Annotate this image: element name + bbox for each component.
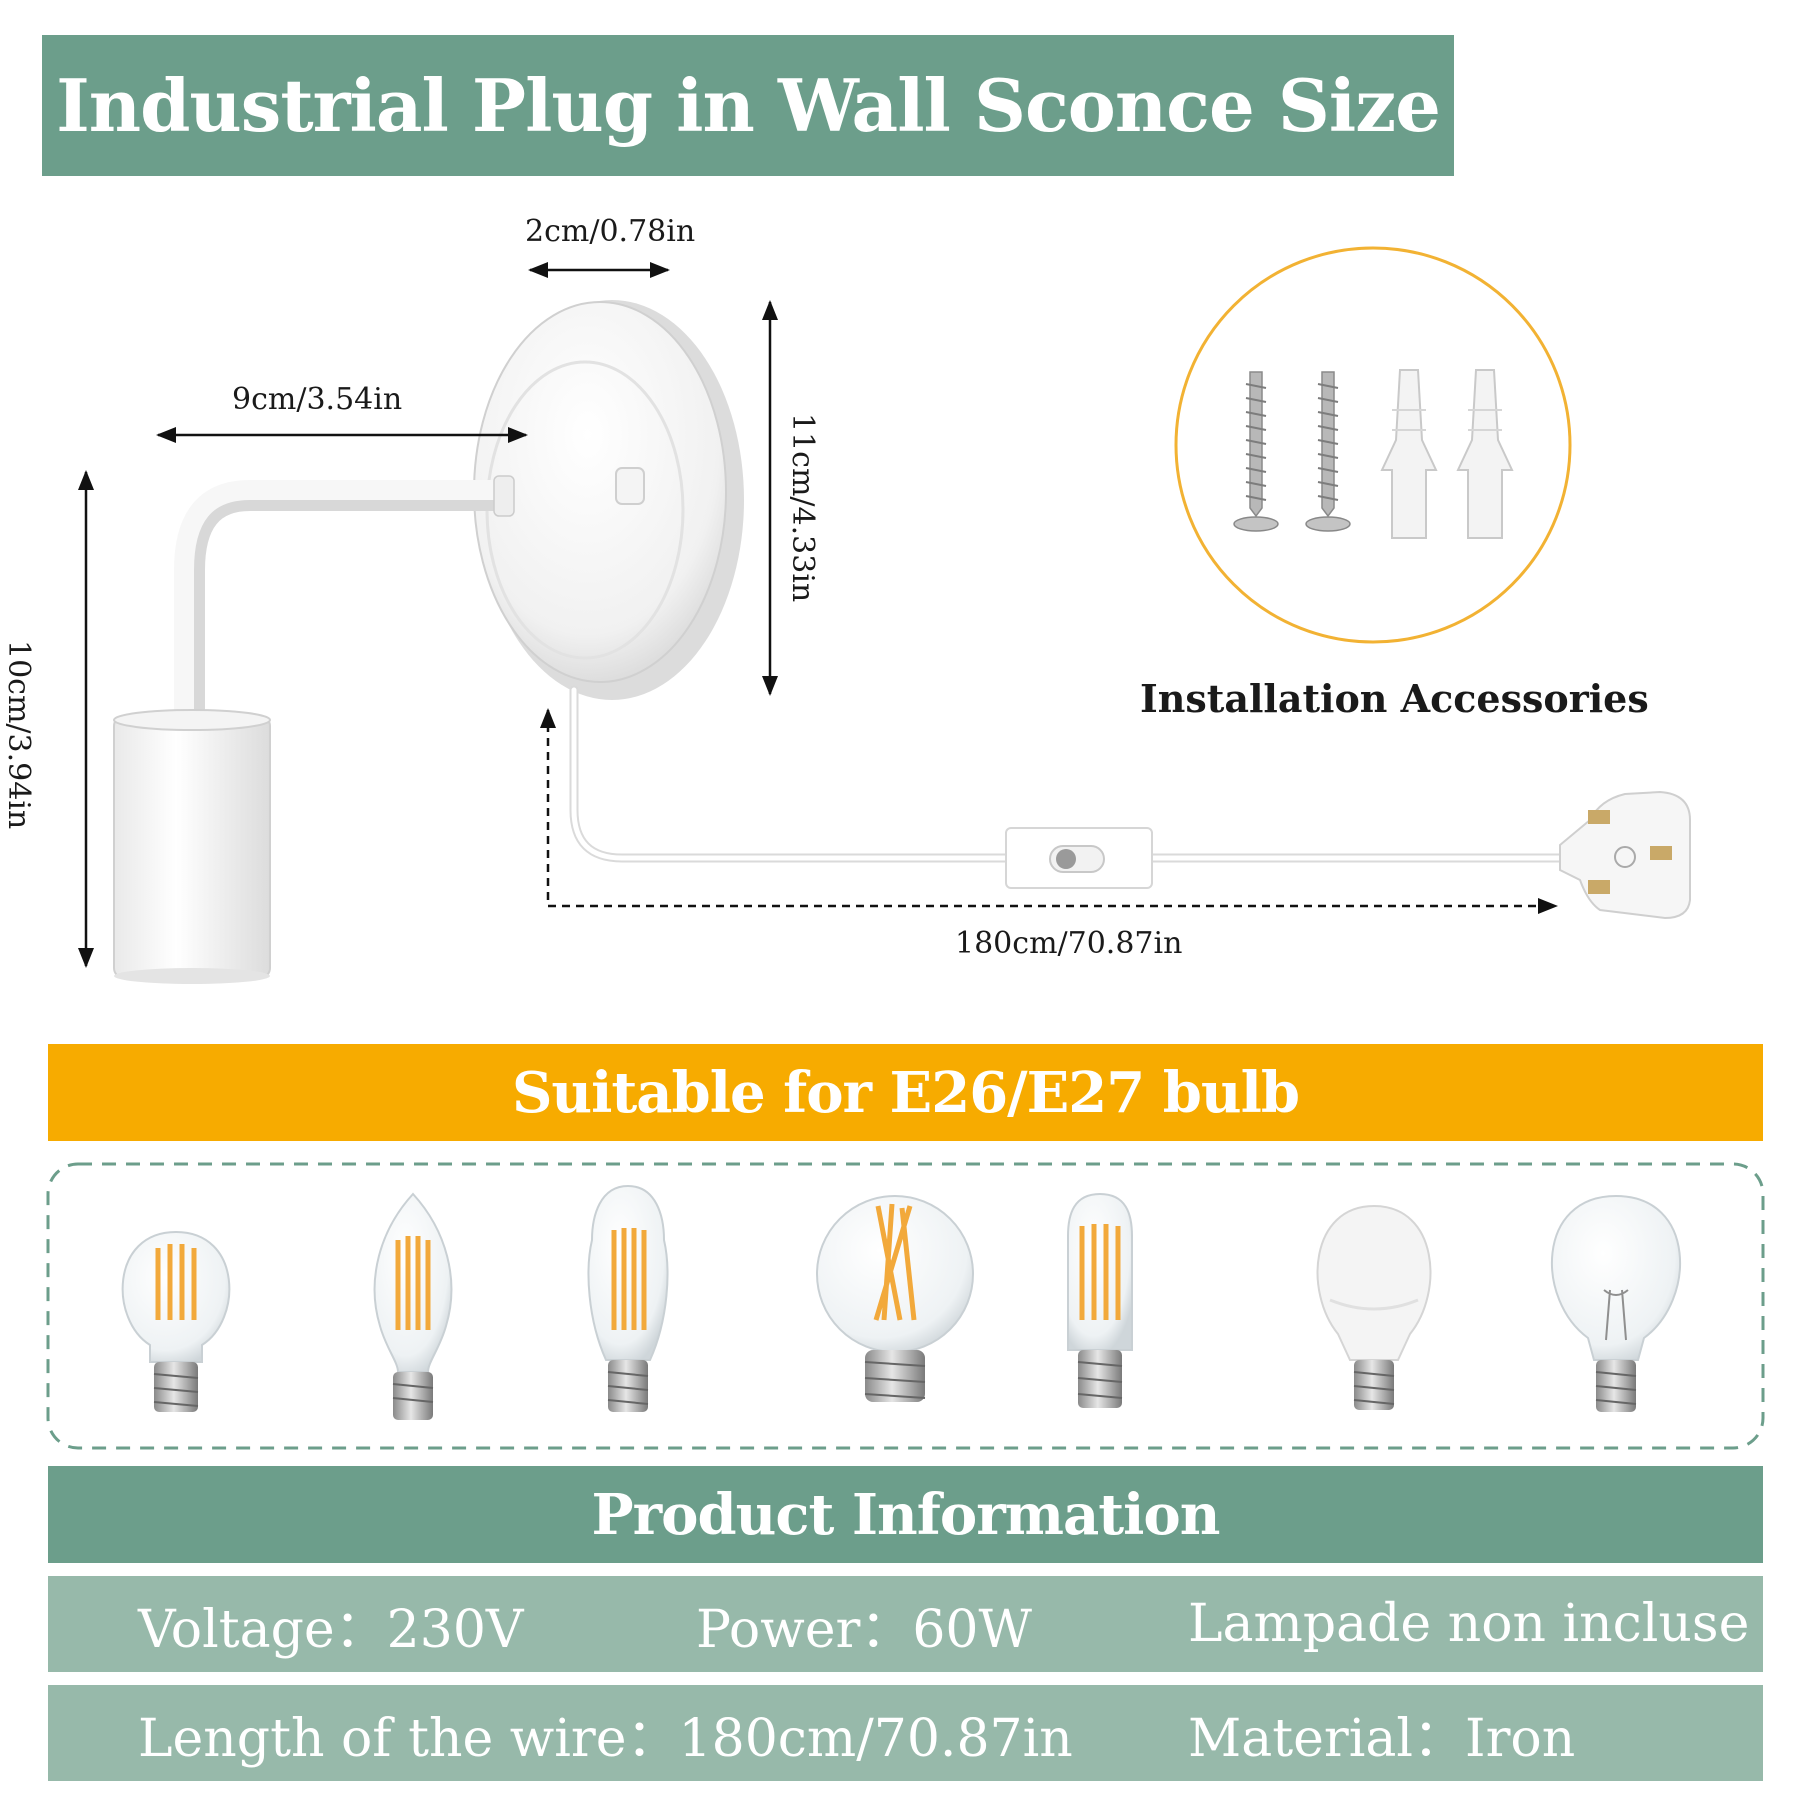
info-row-1: Voltage：230V Power：60W Lampade non inclu… [48,1576,1763,1672]
lamp-info: Lampade non incluse [1188,1594,1750,1654]
uk-plug [1559,790,1691,920]
wall-plate [473,300,744,700]
voltage-info: Voltage：230V [138,1599,524,1660]
cable-length-arrow [540,708,1558,914]
power-info: Power：60W [696,1599,1032,1660]
screw-icon [1305,371,1351,532]
flame-filament-bulb-icon [373,1192,453,1420]
inline-switch [1005,827,1153,889]
plate-screw-icon [615,467,645,505]
product-info-banner: Product Information [48,1466,1763,1563]
info-row-2: Length of the wire：180cm/70.87in Materia… [48,1685,1763,1781]
t45-tube-filament-bulb-icon [1067,1192,1133,1408]
wall-anchor-icon [1456,369,1514,539]
material-info: Material：Iron [1188,1708,1576,1769]
product-info-title: Product Information [591,1481,1221,1548]
wire-length-info: Length of the wire：180cm/70.87in [138,1708,1073,1769]
holder-height-label: 10cm/3.94in [1,640,36,830]
a60-incandescent-bulb-icon [1550,1194,1682,1412]
accessories-circle [1174,246,1572,644]
a19-filament-bulb-icon [121,1230,231,1412]
page-title: Industrial Plug in Wall Sconce Size [56,63,1441,148]
g80-globe-filament-bulb-icon [816,1195,974,1402]
arm-length-label: 9cm/3.54in [232,382,403,417]
wall-anchor-icon [1380,369,1438,539]
accessories-label: Installation Accessories [1140,676,1649,721]
bulbs-frame [46,1162,1765,1450]
bulb-compat-banner: Suitable for E26/E27 bulb [48,1044,1763,1141]
cable-length-label: 180cm/70.87in [955,926,1183,961]
sconce-arm [174,475,515,750]
bulb-holder [113,709,271,984]
title-banner: Industrial Plug in Wall Sconce Size [42,35,1454,176]
bulb-compat-text: Suitable for E26/E27 bulb [511,1059,1300,1126]
depth-label: 2cm/0.78in [525,214,696,249]
st64-filament-bulb-icon [587,1184,669,1412]
plate-diameter-label: 11cm/4.33in [785,413,820,603]
a19-led-bulb-icon [1316,1204,1432,1410]
screw-icon [1233,371,1279,532]
